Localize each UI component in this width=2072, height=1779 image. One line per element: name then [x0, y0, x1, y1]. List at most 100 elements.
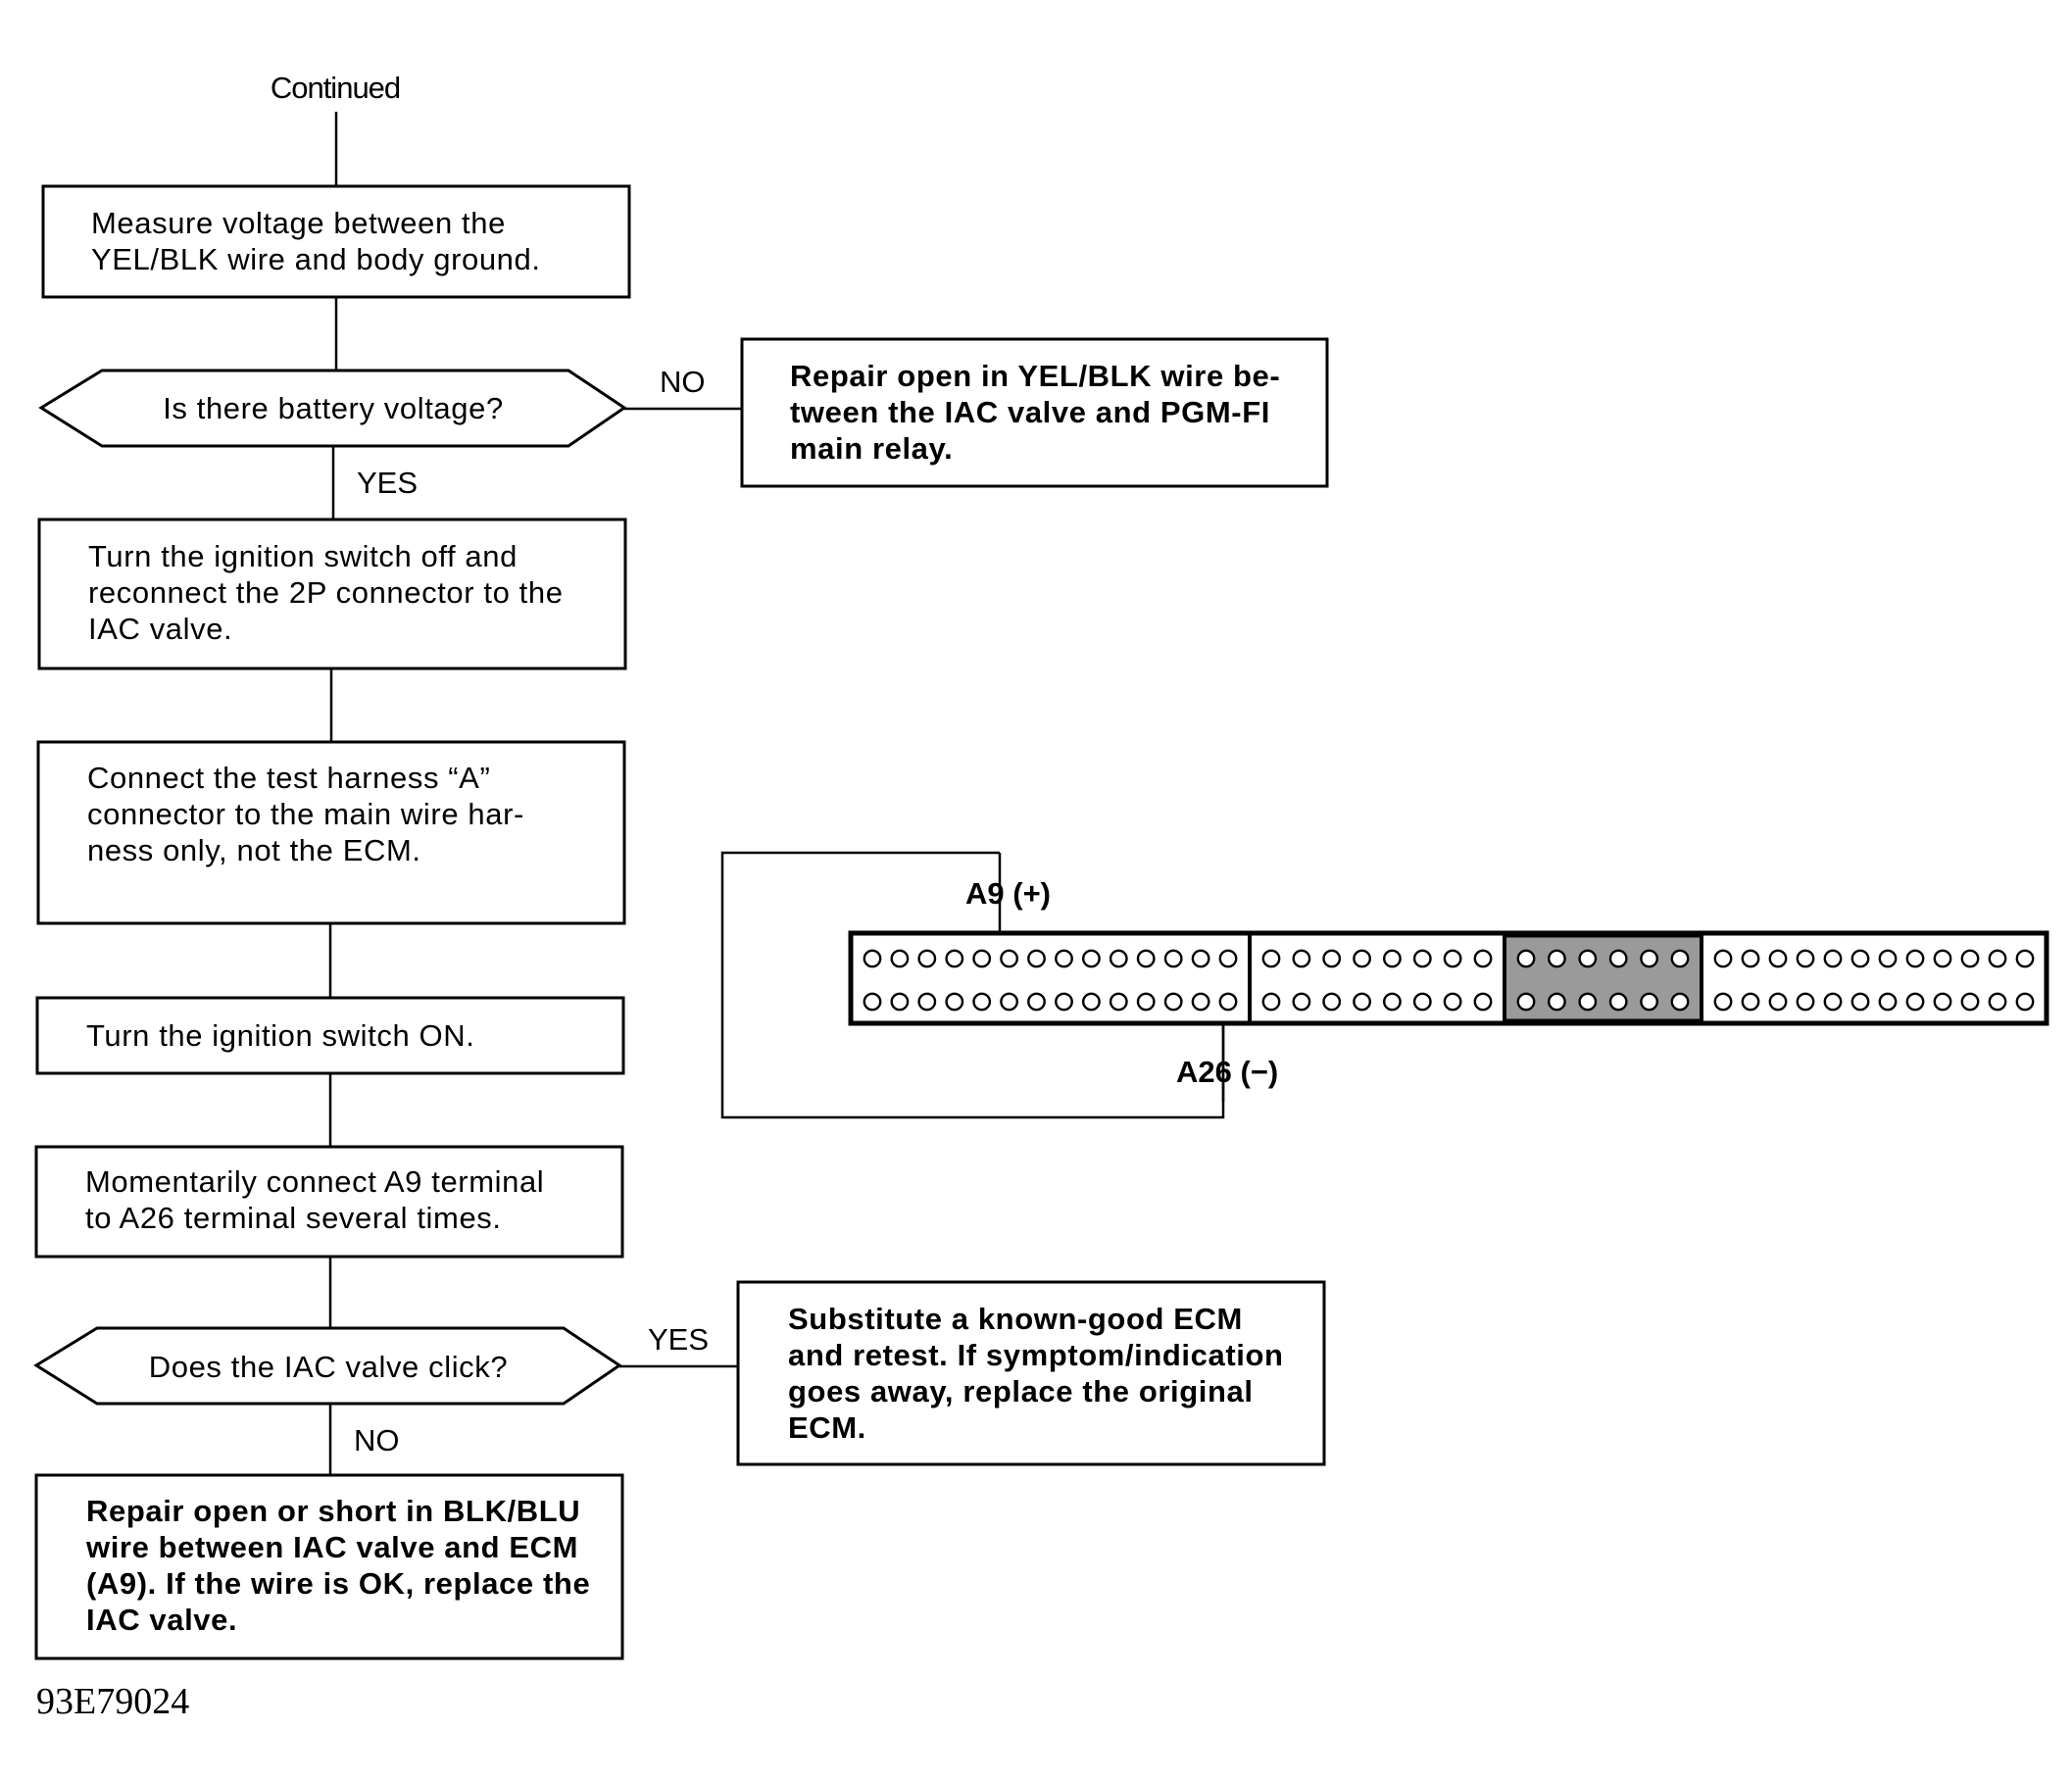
connector-body: [848, 930, 2049, 1026]
branch-label-yes-2: YES: [648, 1322, 709, 1357]
branch-label-yes-1: YES: [357, 466, 418, 500]
connector-pin: [1548, 992, 1566, 1012]
connector-pin: [1412, 992, 1432, 1012]
connector-pin: [1516, 992, 1536, 1012]
connector-pin: [1741, 949, 1760, 968]
connector-pin: [1082, 992, 1101, 1012]
connector-pin: [1608, 949, 1628, 968]
connector-pin: [1796, 949, 1815, 968]
a9-terminal-label: A9 (+): [965, 876, 1051, 911]
connector-pin: [1082, 949, 1101, 968]
decision-battery-voltage-hexagon: [38, 369, 627, 448]
connector-pin: [1443, 992, 1462, 1012]
connector-pin: [1713, 949, 1733, 968]
figure-id: 93E79024: [36, 1681, 189, 1722]
connector-pin: [945, 992, 964, 1012]
result-repair-yel-blk-box: [740, 337, 1329, 488]
connector-pin: [1548, 949, 1566, 968]
step-turn-off-reconnect-box: [37, 518, 627, 670]
connector-pin: [1191, 992, 1210, 1012]
connector-pin: [1163, 949, 1183, 968]
connector-pin: [1322, 992, 1342, 1012]
connector-pin: [1261, 992, 1281, 1012]
connector-pin: [1383, 992, 1402, 1012]
connector-pin: [1516, 949, 1536, 968]
connector-pin: [1136, 992, 1156, 1012]
result-repair-blk-blu-box: [34, 1473, 624, 1660]
connector-pin: [1473, 949, 1493, 968]
connector-pin: [1960, 949, 1980, 968]
connector-pin: [890, 949, 910, 968]
connector-shaded-section: [1503, 934, 1703, 1022]
decision-iac-click-hexagon: [33, 1326, 622, 1406]
connector-pin: [1218, 949, 1238, 968]
connector-pin: [917, 949, 937, 968]
connector-pin: [1412, 949, 1432, 968]
connector-pin: [1608, 992, 1628, 1012]
connector-pin: [1136, 949, 1156, 968]
result-repair-blk-blu-text: Repair open or short in BLK/BLU wire bet…: [85, 1494, 600, 1637]
connector-pin: [1933, 949, 1952, 968]
connector-pin: [1163, 992, 1183, 1012]
connector-pin: [1768, 949, 1788, 968]
connector-pin: [863, 992, 882, 1012]
connector-pin: [863, 949, 882, 968]
connector-pin: [1905, 992, 1925, 1012]
connector-pin: [1578, 992, 1598, 1012]
step-connect-harness-text: Connect the test harness “A” connector t…: [87, 761, 533, 867]
connector-pin: [1960, 992, 1980, 1012]
a26-terminal-label: A26 (−): [1176, 1055, 1278, 1089]
connector-pin: [1191, 949, 1210, 968]
decision-battery-voltage-text: Is there battery voltage?: [163, 391, 504, 425]
connector-pin: [1768, 992, 1788, 1012]
connector-pin: [1905, 949, 1925, 968]
connector-pin: [945, 949, 964, 968]
connector-pin: [1988, 992, 2007, 1012]
connector-pin: [1878, 949, 1898, 968]
connector-pin: [1218, 992, 1238, 1012]
connector-pin: [1027, 949, 1046, 968]
test-harness-connector-diagram: A9 (+) A26 (−): [720, 851, 2049, 1119]
connector-pin: [1640, 949, 1659, 968]
connector-pin: [1850, 992, 1870, 1012]
connector-pin: [1443, 949, 1462, 968]
step-ignition-on-text: Turn the ignition switch ON.: [86, 1018, 474, 1053]
decision-iac-click-text: Does the IAC valve click?: [149, 1350, 508, 1384]
connector-pin: [1109, 949, 1128, 968]
connector-pin: [1353, 992, 1372, 1012]
connector-pin: [1027, 992, 1046, 1012]
connector-pin: [1000, 949, 1018, 968]
step-measure-voltage-box: [41, 184, 631, 299]
connector-pin: [1823, 992, 1843, 1012]
connector-pin: [1383, 949, 1402, 968]
connector-pin: [1000, 992, 1018, 1012]
connector-pin: [1640, 992, 1659, 1012]
connector-pin: [1473, 992, 1493, 1012]
connector-pin: [1109, 992, 1128, 1012]
connector-pin: [1878, 992, 1898, 1012]
connector-pin: [1933, 992, 1952, 1012]
connector-pin: [1055, 949, 1073, 968]
connector-pin: [1055, 992, 1073, 1012]
step-measure-voltage-text: Measure voltage between the YEL/BLK wire…: [91, 206, 541, 276]
connector-pin: [890, 992, 910, 1012]
connector-pin: [2015, 949, 2035, 968]
result-substitute-ecm-box: [736, 1280, 1326, 1466]
connector-pins: [863, 949, 2035, 1012]
connector-pin: [1796, 992, 1815, 1012]
branch-label-no-1: NO: [660, 365, 706, 399]
step-ignition-on-box: [35, 996, 625, 1075]
connector-pin: [2015, 992, 2035, 1012]
continued-label: Continued: [271, 71, 400, 105]
connector-pin: [972, 949, 992, 968]
connector-pin: [1988, 949, 2007, 968]
connector-pin: [1353, 949, 1372, 968]
result-repair-yel-blk-text: Repair open in YEL/BLK wire be- tween th…: [790, 359, 1290, 466]
step-connect-harness-box: [36, 740, 626, 925]
connector-pin: [1578, 949, 1598, 968]
step-turn-off-reconnect-text: Turn the ignition switch off and reconne…: [88, 539, 572, 646]
connector-pin: [1713, 992, 1733, 1012]
connector-pin: [1850, 949, 1870, 968]
connector-pin: [917, 992, 937, 1012]
